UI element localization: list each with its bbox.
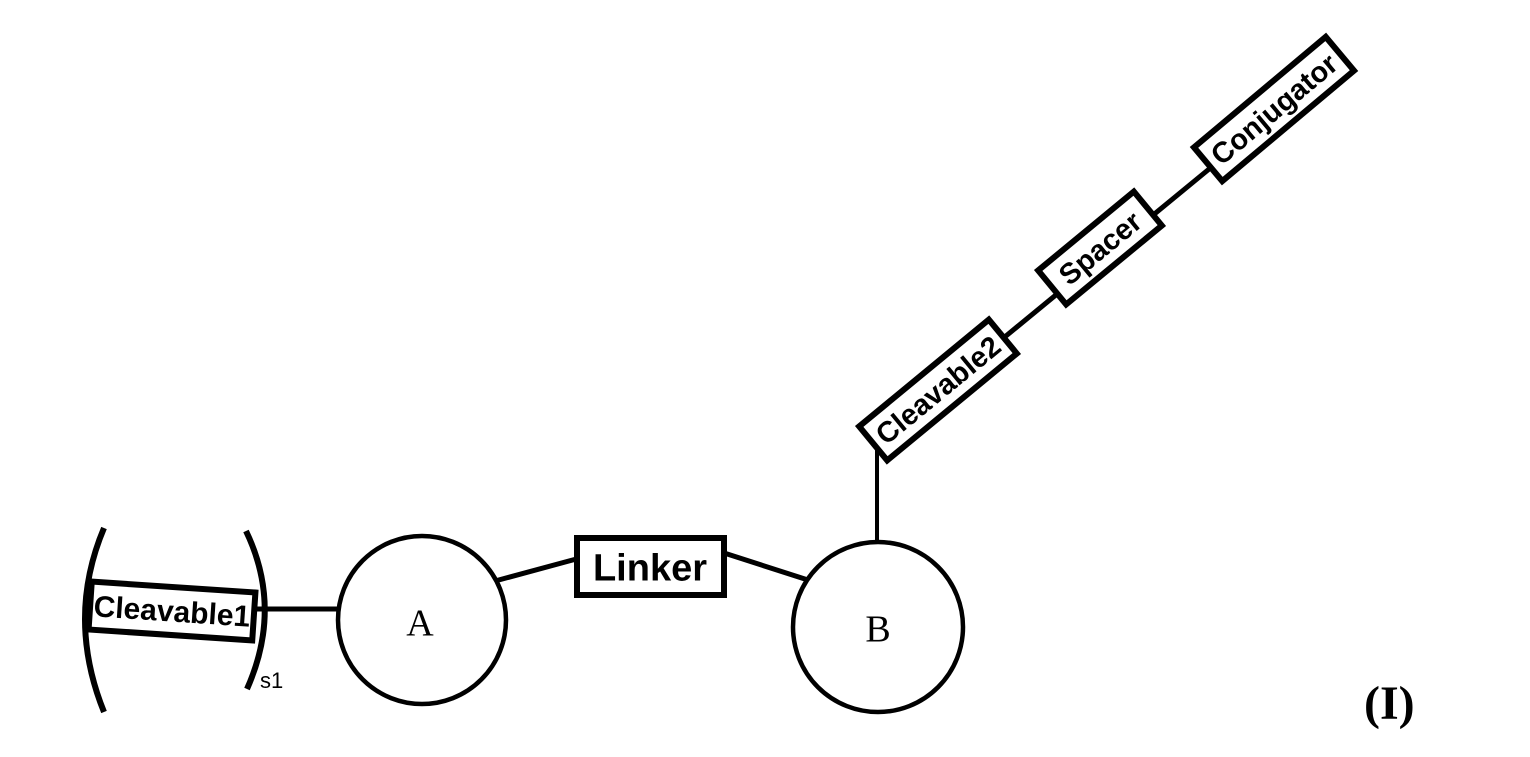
cleavable1-box: Cleavable1: [85, 578, 259, 644]
repeat-subscript-label: s1: [260, 668, 283, 693]
unit-a-label: A: [406, 602, 434, 644]
conjugator-label: Conjugator: [1205, 48, 1344, 172]
linker-box: Linker: [574, 535, 727, 598]
open-parenthesis: [82, 526, 107, 714]
formula-number-label: (I): [1364, 677, 1415, 730]
cleavable2-label: Cleavable2: [870, 330, 1007, 451]
cleavable2-box: Cleavable2: [854, 315, 1022, 465]
unit-b-circle: [790, 539, 966, 715]
connector-a-to-linker: [494, 555, 581, 584]
spacer-box: Spacer: [1033, 187, 1167, 309]
close-parenthesis: [243, 529, 268, 691]
conjugator-box: Conjugator: [1189, 32, 1359, 186]
connector-linker-to-b: [720, 549, 809, 583]
linker-label: Linker: [593, 547, 707, 589]
unit-b-label: B: [865, 608, 890, 650]
unit-a-circle: [335, 533, 509, 707]
